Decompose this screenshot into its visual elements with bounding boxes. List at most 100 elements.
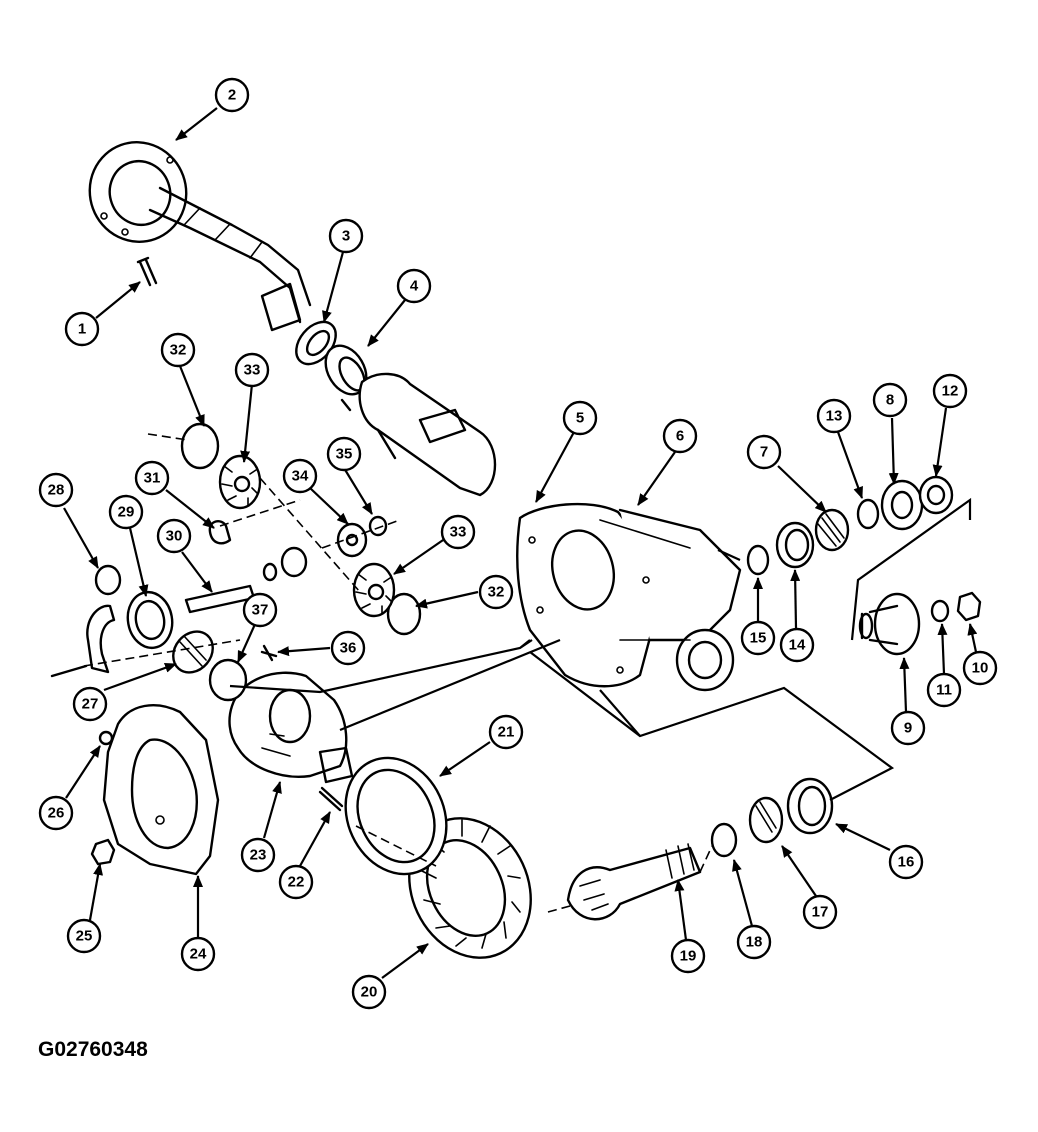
- callout-9: 9: [890, 710, 926, 746]
- callout-28: 28: [38, 472, 74, 508]
- callout-13: 13: [816, 398, 852, 434]
- svg-text:17: 17: [812, 904, 829, 921]
- callout-5: 5: [562, 400, 598, 436]
- svg-text:11: 11: [936, 682, 952, 699]
- svg-text:36: 36: [340, 640, 357, 657]
- svg-text:20: 20: [361, 984, 378, 1001]
- callout-12: 12: [932, 373, 968, 409]
- callout-31: 31: [134, 460, 170, 496]
- callout-11: 11: [926, 672, 962, 708]
- callout-23: 23: [240, 837, 276, 873]
- svg-text:19: 19: [680, 948, 697, 965]
- axle-shaft: [88, 141, 312, 332]
- exciter-ring: [344, 756, 448, 876]
- svg-text:4: 4: [410, 278, 419, 295]
- callout-20: 20: [351, 974, 387, 1010]
- svg-text:24: 24: [190, 946, 207, 963]
- callout-18: 18: [736, 924, 772, 960]
- alignment-lines: [83, 433, 972, 913]
- svg-text:10: 10: [972, 660, 989, 677]
- svg-text:35: 35: [336, 446, 353, 463]
- callout-22: 22: [278, 864, 314, 900]
- svg-text:1: 1: [78, 321, 86, 338]
- svg-text:30: 30: [166, 528, 183, 545]
- callout-21: 21: [488, 714, 524, 750]
- callout-8: 8: [872, 382, 908, 418]
- callout-33-lower: 33: [440, 514, 476, 550]
- callout-2: 2: [214, 77, 250, 113]
- svg-text:8: 8: [886, 392, 894, 409]
- pinion-washer: [930, 599, 950, 623]
- case-gasket: [208, 658, 248, 702]
- wheel-stud: [136, 256, 158, 287]
- axle-bearing: [295, 320, 337, 366]
- pinion-gear-lower: [262, 546, 308, 582]
- callout-leaders: [63, 107, 978, 979]
- svg-text:3: 3: [342, 228, 350, 245]
- callout-15: 15: [740, 620, 776, 656]
- svg-text:18: 18: [746, 934, 763, 951]
- svg-text:9: 9: [904, 720, 912, 737]
- callout-3: 3: [328, 218, 364, 254]
- svg-text:32: 32: [170, 342, 187, 359]
- callout-32-upper: 32: [160, 332, 196, 368]
- svg-text:2: 2: [228, 87, 236, 104]
- svg-text:6: 6: [676, 428, 684, 445]
- callout-26: 26: [38, 795, 74, 831]
- svg-text:15: 15: [750, 630, 767, 647]
- svg-text:31: 31: [144, 470, 161, 487]
- slinger: [856, 498, 880, 530]
- svg-text:12: 12: [942, 383, 959, 400]
- pinion-bearing: [814, 508, 850, 552]
- callout-24: 24: [180, 936, 216, 972]
- side-bearing-cup: [126, 590, 174, 650]
- inner-bearing-cup: [786, 777, 834, 835]
- svg-text:27: 27: [82, 696, 99, 713]
- pinion-seal: [880, 479, 924, 531]
- callout-25: 25: [66, 918, 102, 954]
- housing-cover: [102, 704, 220, 876]
- callout-34: 34: [282, 458, 318, 494]
- callout-35: 35: [326, 436, 362, 472]
- callout-14: 14: [779, 627, 815, 663]
- side-bearing-shim: [94, 564, 122, 596]
- callout-17: 17: [802, 894, 838, 930]
- svg-text:34: 34: [292, 468, 309, 485]
- svg-text:32: 32: [488, 584, 505, 601]
- differential-housing: [516, 502, 742, 692]
- bearing-cap: [50, 604, 116, 678]
- svg-text:25: 25: [76, 928, 93, 945]
- differential-pinion-gear: [336, 522, 368, 558]
- svg-text:37: 37: [252, 602, 269, 619]
- callout-4: 4: [396, 268, 432, 304]
- drive-pinion: [566, 843, 702, 921]
- svg-text:5: 5: [576, 410, 584, 427]
- svg-text:26: 26: [48, 805, 65, 822]
- svg-text:13: 13: [826, 408, 843, 425]
- callout-29: 29: [108, 494, 144, 530]
- figure-code: G02760348: [38, 1038, 148, 1061]
- callout-19: 19: [670, 938, 706, 974]
- axle-tube: [340, 372, 497, 497]
- inner-pinion-bearing: [748, 796, 784, 844]
- svg-text:28: 28: [48, 482, 65, 499]
- callout-1: 1: [64, 311, 100, 347]
- svg-text:33: 33: [450, 524, 467, 541]
- pinion-gear-washer: [368, 515, 388, 537]
- svg-text:14: 14: [789, 637, 806, 654]
- callout-27: 27: [72, 686, 108, 722]
- ring-gear-bolt: [318, 786, 344, 812]
- fill-plug: [90, 838, 116, 866]
- cover-bolt: [98, 730, 114, 746]
- svg-text:29: 29: [118, 504, 135, 521]
- callout-30: 30: [156, 518, 192, 554]
- callout-33-upper: 33: [234, 352, 270, 388]
- companion-flange: [858, 592, 921, 656]
- svg-text:22: 22: [288, 874, 305, 891]
- pinion-shim: [710, 822, 738, 858]
- svg-text:7: 7: [760, 444, 768, 461]
- svg-text:33: 33: [244, 362, 261, 379]
- callout-6: 6: [662, 418, 698, 454]
- callout-16: 16: [888, 844, 924, 880]
